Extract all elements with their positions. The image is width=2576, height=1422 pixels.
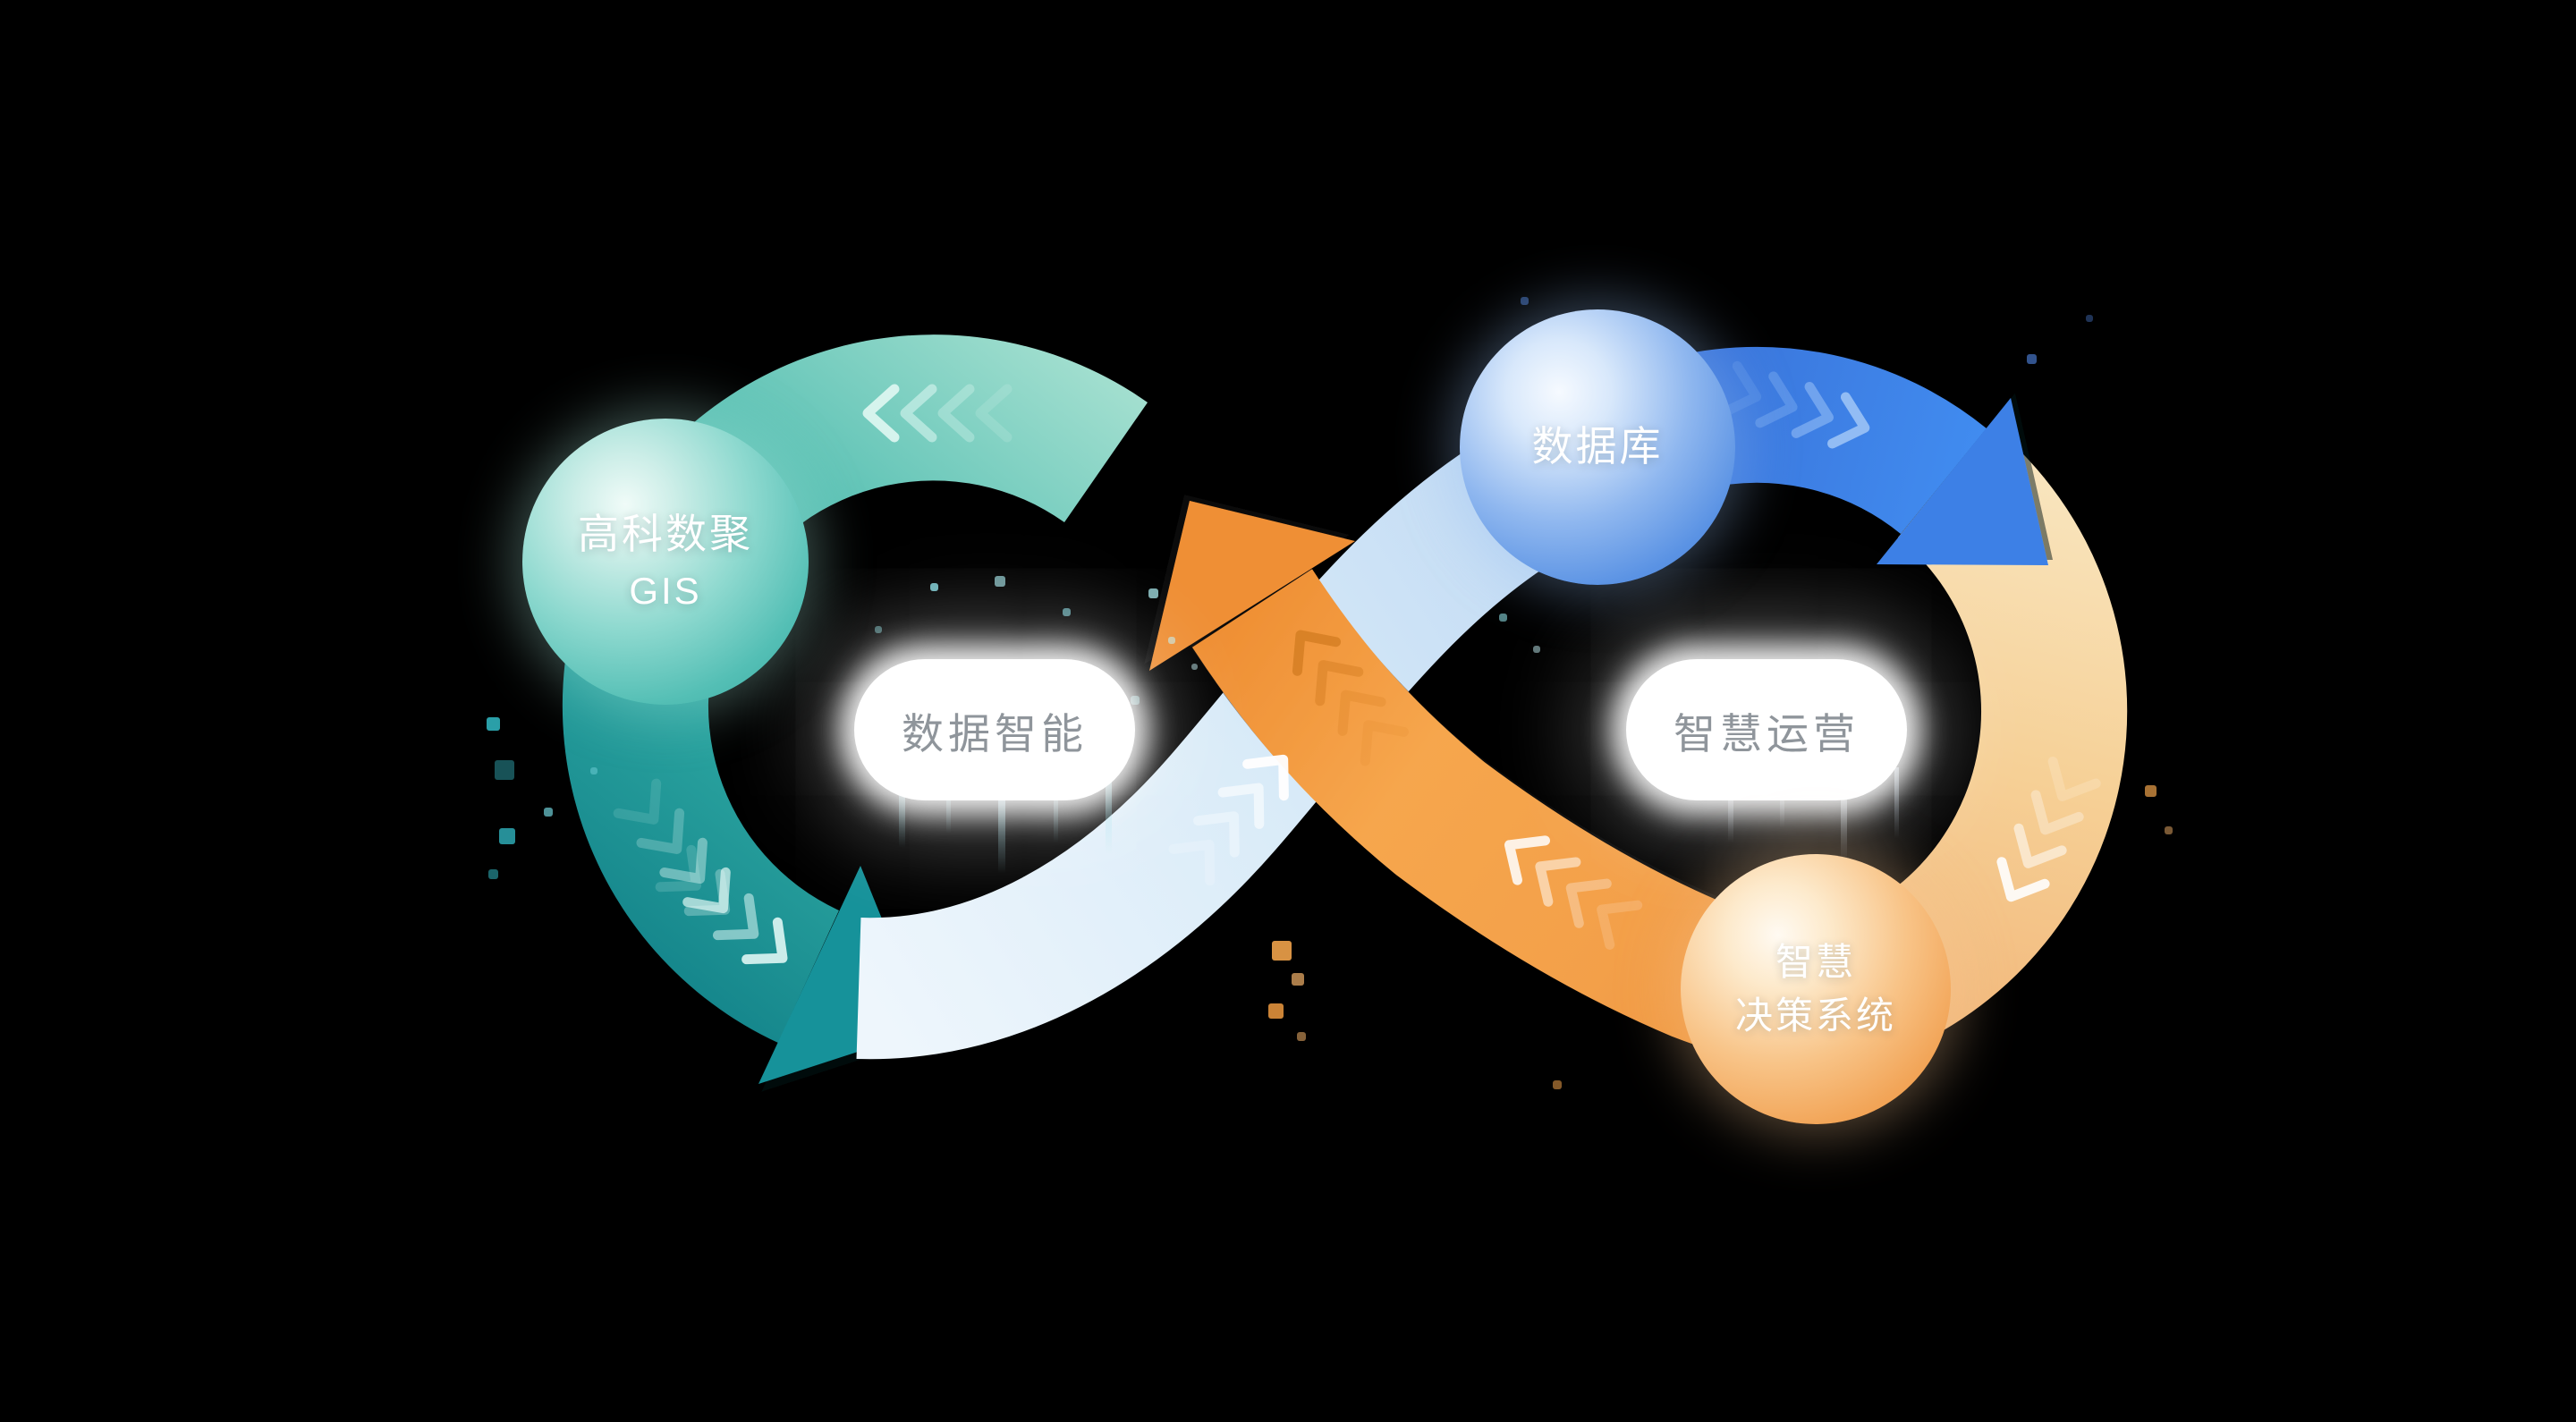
label-smart-operation: 智慧运营 <box>1674 709 1860 758</box>
node-gis-label-line1: 高科数聚 <box>578 511 753 557</box>
node-decision-label-line1: 智慧 <box>1775 940 1856 983</box>
node-database-sphere: 数据库 <box>1460 309 1735 585</box>
label-data-intelligence: 数据智能 <box>902 709 1088 758</box>
node-gis-label-line2: GIS <box>629 569 702 612</box>
node-database-label: 数据库 <box>1531 423 1664 470</box>
node-gis-sphere: 高科数聚 GIS <box>522 419 809 705</box>
node-decision-label-line2: 决策系统 <box>1734 995 1896 1037</box>
label-pill-data-intelligence: 数据智能 <box>854 659 1135 800</box>
label-pill-smart-operation: 智慧运营 <box>1626 659 1907 800</box>
orange-arrowhead-icon <box>1149 501 1355 671</box>
node-decision-system-sphere: 智慧 决策系统 <box>1681 854 1951 1124</box>
blue-arrowhead-icon <box>1877 398 2048 565</box>
